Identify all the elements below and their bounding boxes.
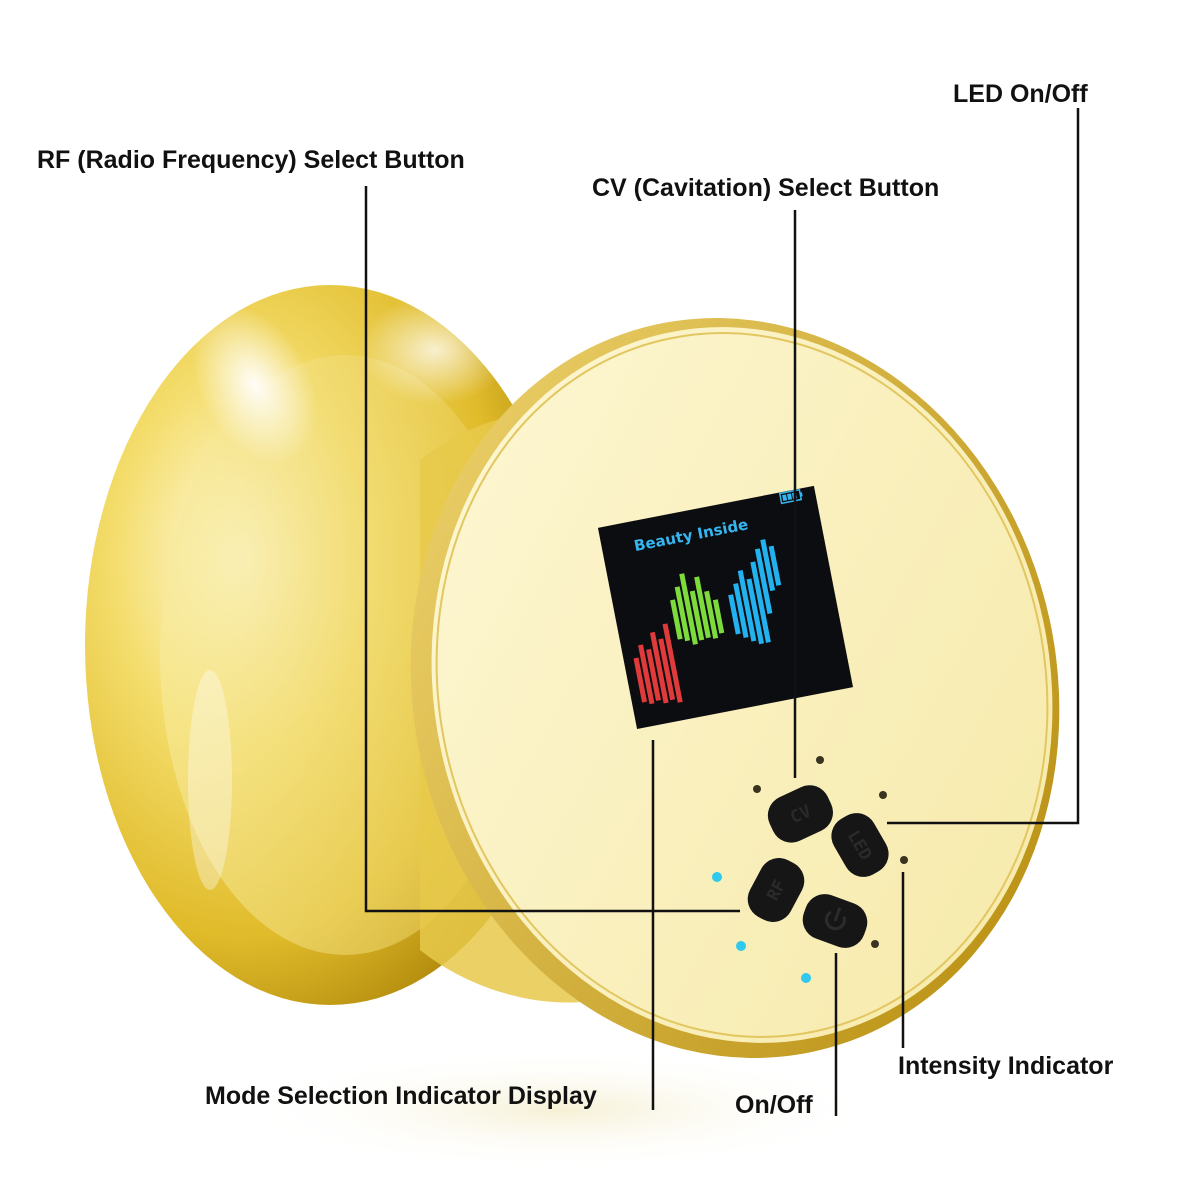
equalizer-bar xyxy=(704,590,719,639)
blue-indicator-dot xyxy=(736,941,746,951)
mode-callout-label: Mode Selection Indicator Display xyxy=(205,1082,597,1110)
blue-indicator-dot xyxy=(801,973,811,983)
rf-leader-line xyxy=(364,186,740,913)
equalizer-bar xyxy=(638,644,655,705)
indicator-dot xyxy=(871,940,879,948)
indicator-dot xyxy=(816,756,824,764)
equalizer-bar xyxy=(694,576,711,639)
equalizer-bar xyxy=(754,548,773,615)
power-icon xyxy=(824,907,846,931)
led-leader-line xyxy=(887,108,1080,825)
equalizer-bar xyxy=(689,590,705,641)
rf-callout-label: RF (Radio Frequency) Select Button xyxy=(37,146,465,174)
equalizer-bar xyxy=(670,599,683,640)
blue-indicator-dot xyxy=(712,872,722,882)
mode-display: Beauty Inside xyxy=(597,485,854,730)
equalizer-bar xyxy=(649,631,669,704)
intensity-callout-label: Intensity Indicator xyxy=(898,1052,1114,1080)
leader-lines xyxy=(364,108,1080,1116)
equalizer-bar xyxy=(658,638,676,701)
equalizer-bar xyxy=(746,578,765,645)
indicator-dot xyxy=(879,791,887,799)
indicator-dot xyxy=(753,785,761,793)
equalizer-bar xyxy=(733,583,749,639)
rf-button: RF xyxy=(747,857,805,923)
cv-callout-label: CV (Cavitation) Select Button xyxy=(592,174,940,202)
led-button: LED xyxy=(831,813,889,877)
control-pad: CV LED RF xyxy=(747,785,889,948)
equalizer-bar xyxy=(760,539,776,592)
onoff-callout-label: On/Off xyxy=(735,1091,813,1119)
indicator-dot xyxy=(900,856,908,864)
equalizer-bar xyxy=(674,586,691,642)
equalizer-bar xyxy=(768,545,782,586)
floor-reflection xyxy=(240,1050,880,1170)
equalizer-bars xyxy=(633,539,782,705)
equalizer-bar xyxy=(750,561,771,643)
equalizer-bar xyxy=(728,594,741,635)
equalizer-bar xyxy=(712,599,725,634)
led-callout-label: LED On/Off xyxy=(953,80,1088,108)
equalizer-bar xyxy=(737,569,757,642)
indicator-dots xyxy=(712,756,908,983)
power-button xyxy=(802,894,868,948)
equalizer-bar xyxy=(633,657,648,703)
equalizer-bar xyxy=(679,573,698,645)
equalizer-bar xyxy=(662,623,683,703)
cv-button: CV xyxy=(767,785,833,843)
equalizer-bar xyxy=(646,648,661,701)
